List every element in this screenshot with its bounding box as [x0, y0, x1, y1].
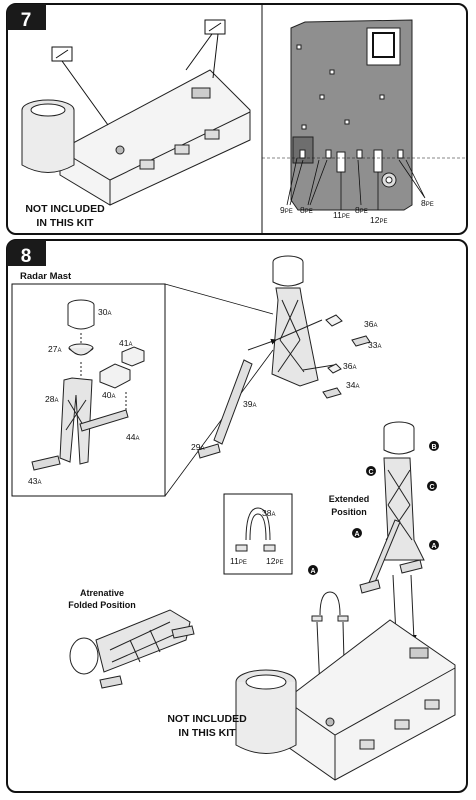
part-27a-label: 27A — [48, 344, 61, 354]
not-included-line-1-step8: NOT INCLUDED — [167, 713, 247, 725]
extended-mast-drawing — [359, 421, 425, 641]
part-12pe-label: 12PE — [266, 556, 283, 566]
step-7-number: 7 — [21, 10, 32, 31]
part-38a-label: 38A — [262, 508, 275, 518]
step-8-badge — [7, 240, 46, 266]
part-11-label: 11PE — [333, 210, 350, 220]
not-included-line-2-step8: IN THIS KIT — [178, 727, 236, 739]
part-36a-label-2: 36A — [343, 361, 356, 371]
extended-position-line-2: Position — [331, 507, 367, 517]
inset-exploded-parts — [31, 299, 145, 471]
step-8-number: 8 — [21, 246, 32, 267]
hull-drawing-step8 — [235, 619, 456, 781]
part-38-drawing — [235, 507, 276, 552]
part-33a-label: 33A — [368, 340, 381, 350]
callout-c-1: C — [368, 469, 373, 476]
callout-a-2: A — [431, 543, 436, 550]
step-8-panel: 8 Radar Mast 30A 27A 41A 40A 28A — [6, 239, 468, 793]
callout-markers: A A A B C C — [308, 441, 439, 575]
pe-leader-lines — [286, 157, 426, 210]
part-29a-label: 29A — [191, 442, 204, 452]
part-39a-label: 39A — [243, 399, 256, 409]
folded-position-line-2: Folded Position — [68, 600, 136, 610]
inset-part-labels: 30A 27A 41A 40A 28A 44A 43A — [28, 307, 139, 486]
callout-c-2: C — [429, 484, 434, 491]
part-8-label-b: 8PE — [355, 205, 368, 215]
step-7-badge — [7, 4, 46, 30]
part-11pe-label: 11PE — [230, 556, 247, 566]
main-part-labels: 36A 33A 36A 34A 39A 29A — [191, 319, 381, 452]
part-36a-label-1: 36A — [364, 319, 377, 329]
radar-mast-title: Radar Mast — [20, 271, 72, 282]
folded-position-line-1: Atrenative — [80, 588, 124, 598]
part-38-inset — [223, 493, 293, 575]
mast-assembly — [197, 255, 371, 459]
hull-drawing-step7 — [21, 69, 251, 206]
part-34a-label: 34A — [346, 380, 359, 390]
part-12-label: 12PE — [370, 215, 387, 225]
part-38-labels: 38A 11PE 12PE — [230, 508, 283, 566]
deck-plan-drawing — [290, 19, 413, 211]
extended-position-line-1: Extended — [329, 494, 370, 504]
part-44a-label: 44A — [126, 432, 139, 442]
callout-a-3: A — [310, 568, 315, 575]
part-8-label-a: 8PE — [300, 205, 313, 215]
part-43a-label: 43A — [28, 476, 41, 486]
part-40a-label: 40A — [102, 390, 115, 400]
part-28a-label: 28A — [45, 394, 58, 404]
part-30a-label: 30A — [98, 307, 111, 317]
inset-leader-bottom — [164, 349, 274, 497]
part-9-label: 9PE — [280, 205, 293, 215]
not-included-line-2: IN THIS KIT — [36, 217, 94, 229]
step-7-part-numbers: 9PE 8PE 11PE 8PE 12PE 8PE — [280, 198, 434, 225]
part-41a-label: 41A — [119, 338, 132, 348]
part-8-label-c: 8PE — [421, 198, 434, 208]
folded-mast-drawing — [69, 609, 195, 689]
not-included-line-1: NOT INCLUDED — [25, 203, 105, 215]
callout-a-1: A — [354, 531, 359, 538]
inset-leader-top — [164, 283, 274, 315]
callout-b: B — [431, 444, 436, 451]
pe-part-callout-left — [51, 19, 226, 126]
step-7-panel: 7 NOT INCLUDED IN THIS KIT — [6, 3, 468, 235]
